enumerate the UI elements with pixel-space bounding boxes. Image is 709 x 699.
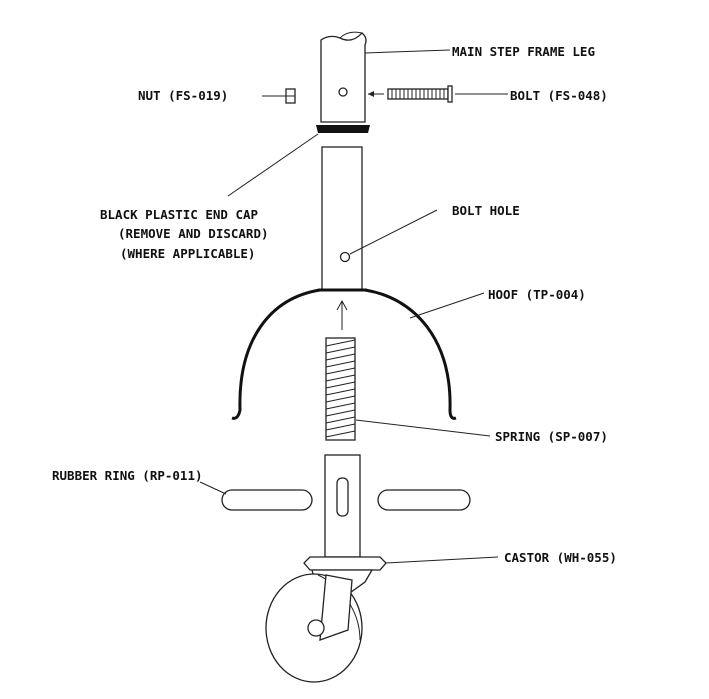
main-step-frame-leg [320, 31, 367, 123]
nut [285, 88, 296, 104]
label-hoof: HOOF (TP-004) [488, 287, 586, 302]
bolt [387, 85, 453, 103]
spring [325, 337, 356, 441]
leader-hoof [409, 292, 485, 319]
insert-arrow-icon [336, 299, 348, 330]
label-end-cap: BLACK PLASTIC END CAP [100, 207, 258, 222]
hoof-tube [321, 146, 363, 291]
hoof [231, 288, 457, 420]
leader-spring [355, 419, 491, 437]
leader-rubber-ring [199, 481, 227, 495]
bolt-arrow-icon [368, 91, 384, 97]
label-rubber-ring: RUBBER RING (RP-011) [52, 468, 203, 483]
label-end-cap-remove: (REMOVE AND DISCARD) [118, 226, 269, 241]
rubber-ring [221, 489, 471, 511]
label-castor: CASTOR (WH-055) [504, 550, 617, 565]
leader-main-leg [364, 49, 451, 54]
label-spring: SPRING (SP-007) [495, 429, 608, 444]
label-nut: NUT (FS-019) [138, 88, 228, 103]
label-end-cap-where: (WHERE APPLICABLE) [120, 246, 255, 261]
leader-bolt-hole [349, 209, 438, 255]
black-plastic-end-cap [316, 125, 370, 133]
leader-end-cap [227, 133, 319, 197]
label-bolt: BOLT (FS-048) [510, 88, 608, 103]
label-bolt-hole: BOLT HOLE [452, 203, 520, 218]
leader-castor [385, 556, 499, 564]
castor [265, 556, 387, 683]
castor-stem [324, 454, 361, 558]
label-main-step-frame-leg: MAIN STEP FRAME LEG [452, 44, 595, 59]
